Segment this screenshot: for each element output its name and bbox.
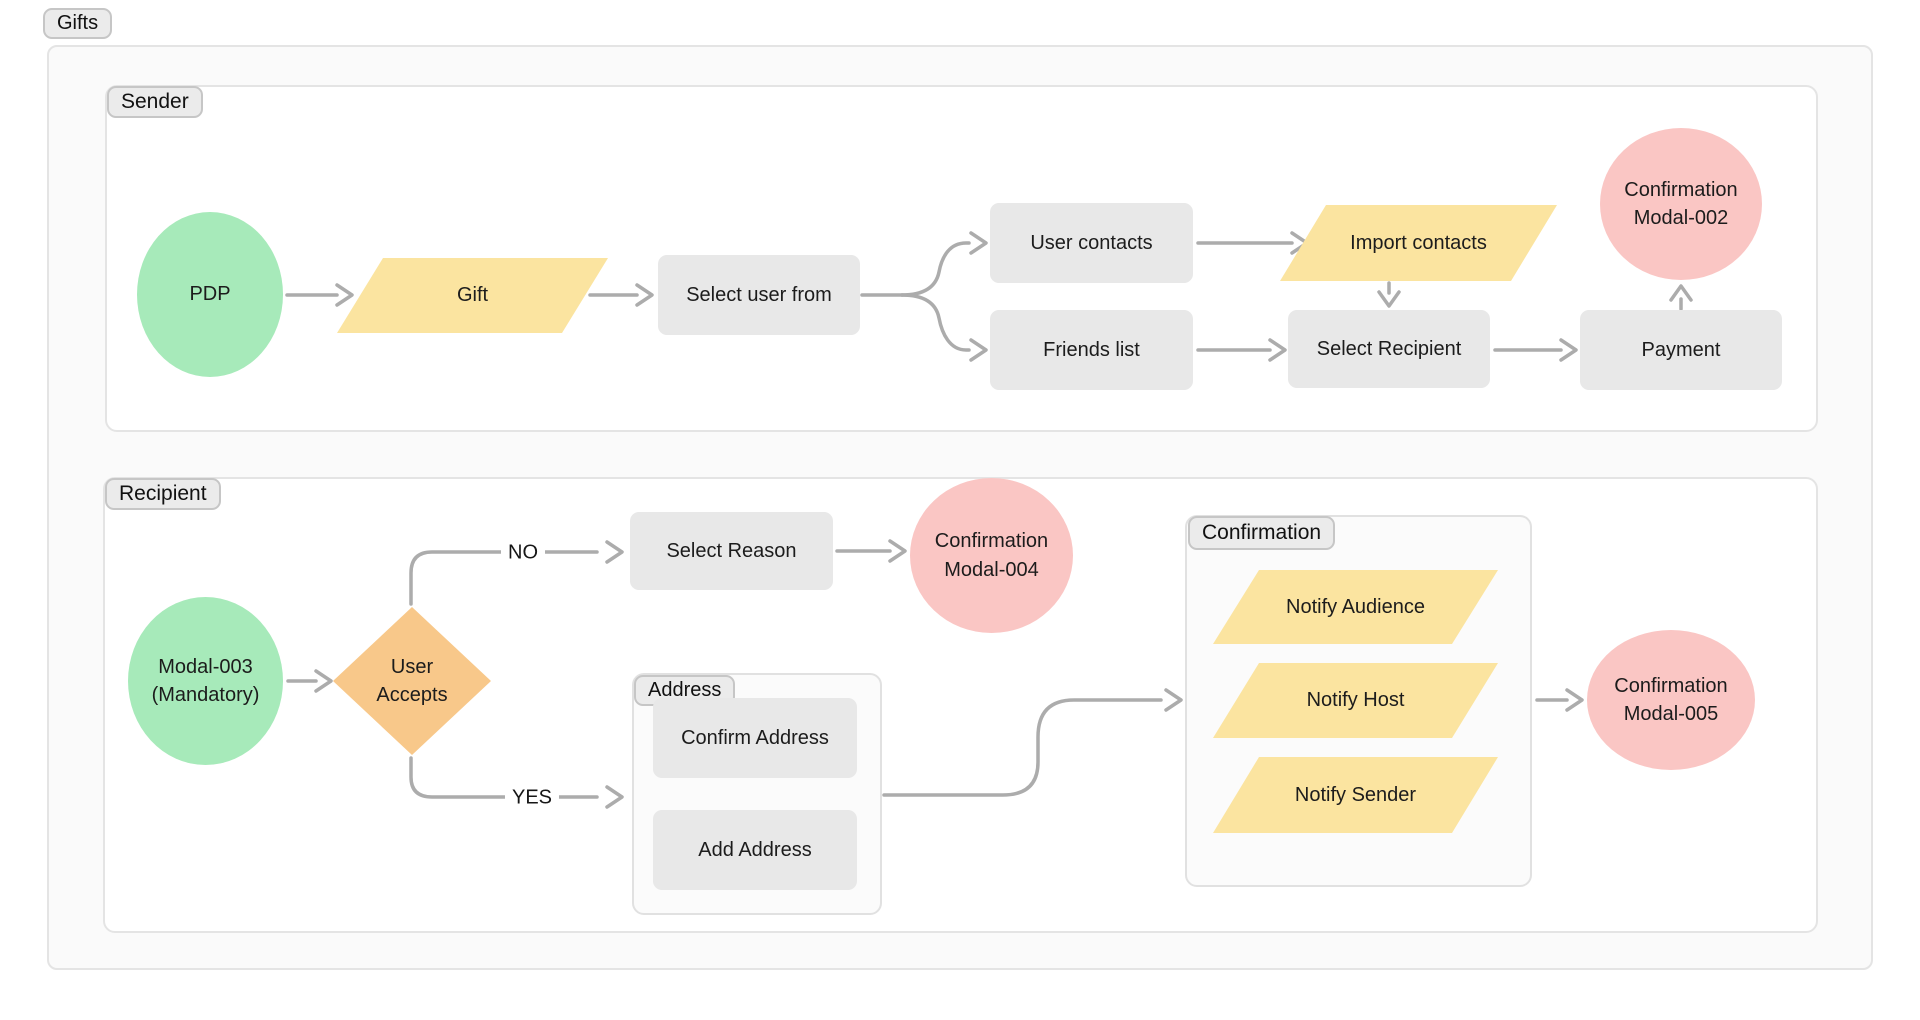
node-modal-003[interactable]: Modal-003 (Mandatory) — [128, 597, 283, 765]
node-notify-host-label: Notify Host — [1306, 689, 1405, 712]
recipient-panel-label: Recipient — [105, 478, 221, 510]
node-pdp-label: PDP — [189, 283, 231, 306]
node-payment[interactable]: Payment — [1580, 310, 1782, 390]
node-select-reason-label: Select Reason — [666, 539, 797, 562]
node-confirmation-modal-002[interactable]: Confirmation Modal-002 — [1600, 128, 1762, 280]
node-select-user-from-label: Select user from — [686, 283, 832, 306]
confirmation-label-text: Confirmation — [1202, 521, 1322, 544]
connector-confirmation-group-to-modal-005 — [1535, 688, 1584, 712]
connector-modal-003-to-user-accepts — [286, 669, 333, 693]
node-notify-sender-label: Notify Sender — [1294, 783, 1417, 806]
node-user-contacts-label: User contacts — [1030, 231, 1153, 254]
node-confirm-address-label: Confirm Address — [681, 726, 829, 749]
node-add-address[interactable]: Add Address — [653, 810, 857, 890]
node-friends-list-label: Friends list — [1043, 338, 1140, 361]
connector-yes-branch — [409, 756, 624, 809]
node-confirm-address[interactable]: Confirm Address — [653, 698, 857, 778]
branch-label-no: NO — [501, 540, 545, 566]
address-label-text: Address — [648, 679, 722, 701]
node-confirmation-modal-004[interactable]: Confirmation Modal-004 — [910, 478, 1073, 633]
node-notify-audience[interactable]: Notify Audience — [1213, 570, 1498, 644]
connector-import-to-select-recipient — [1377, 281, 1401, 308]
node-select-user-from[interactable]: Select user from — [658, 255, 860, 335]
node-select-recipient-label: Select Recipient — [1316, 337, 1462, 360]
node-import-contacts[interactable]: Import contacts — [1280, 205, 1557, 281]
node-payment-label: Payment — [1641, 338, 1721, 361]
connector-gift-to-select-user-from — [588, 283, 654, 307]
connector-friends-to-select-recipient — [1196, 338, 1287, 362]
node-user-contacts[interactable]: User contacts — [990, 203, 1193, 283]
yes-text: YES — [511, 786, 553, 809]
node-pdp[interactable]: PDP — [137, 212, 283, 377]
connector-pdp-to-gift — [285, 283, 354, 307]
node-friends-list[interactable]: Friends list — [990, 310, 1193, 390]
connector-fork-select-user-from — [860, 231, 988, 362]
diagram-title-text: Gifts — [57, 12, 99, 34]
connector-no-branch — [409, 540, 624, 606]
node-gift-label: Gift — [456, 284, 489, 307]
node-gift[interactable]: Gift — [337, 258, 608, 333]
node-import-contacts-label: Import contacts — [1350, 231, 1487, 254]
node-modal-004-label: Confirmation Modal-004 — [934, 530, 1049, 581]
node-user-accepts-label: User Accepts — [376, 655, 448, 706]
connector-address-to-confirmation-group — [882, 688, 1183, 797]
no-text: NO — [508, 541, 538, 564]
node-modal-005-label: Confirmation Modal-005 — [1614, 674, 1728, 725]
connector-select-reason-to-modal-004 — [835, 539, 907, 563]
recipient-label-text: Recipient — [119, 482, 207, 505]
node-add-address-label: Add Address — [698, 838, 812, 861]
connector-select-recipient-to-payment — [1493, 338, 1578, 362]
node-modal-002-label: Confirmation Modal-002 — [1624, 178, 1738, 229]
node-modal-003-label: Modal-003 (Mandatory) — [151, 655, 260, 706]
node-notify-host[interactable]: Notify Host — [1213, 663, 1498, 738]
confirmation-group-label: Confirmation — [1188, 516, 1336, 550]
sender-panel-label: Sender — [107, 86, 203, 118]
connector-payment-to-modal-002 — [1669, 284, 1693, 311]
sender-label-text: Sender — [121, 90, 189, 113]
node-select-recipient[interactable]: Select Recipient — [1288, 310, 1490, 388]
diagram-title-pill: Gifts — [43, 8, 113, 39]
connector-user-contacts-to-import — [1196, 231, 1309, 255]
branch-label-yes: YES — [504, 785, 560, 811]
node-select-reason[interactable]: Select Reason — [630, 512, 833, 590]
node-notify-sender[interactable]: Notify Sender — [1213, 757, 1498, 833]
node-confirmation-modal-005[interactable]: Confirmation Modal-005 — [1587, 630, 1755, 770]
node-notify-audience-label: Notify Audience — [1286, 595, 1425, 618]
